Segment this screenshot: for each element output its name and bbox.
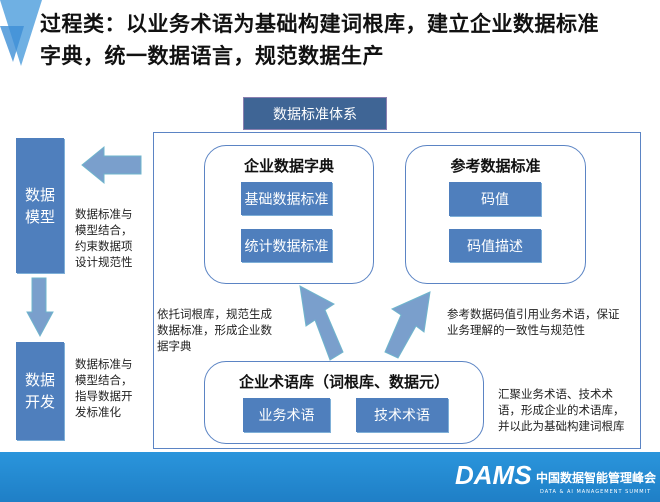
footer-banner: DAMS 中国数据智能管理峰会 DATA & AI MANAGEMENT SUM… bbox=[0, 452, 660, 502]
data-dev-box: 数据 开发 bbox=[16, 342, 64, 440]
title-line-1: 过程类：以业务术语为基础构建词根库，建立企业数据标准 bbox=[40, 12, 599, 36]
standard-system-label: 数据标准体系 bbox=[243, 97, 387, 130]
enterprise-dict-title: 企业数据字典 bbox=[243, 157, 334, 175]
basic-data-standard: 基础数据标准 bbox=[241, 182, 332, 215]
note-model: 数据标准与模型结合，约束数据项设计规范性 bbox=[75, 207, 133, 269]
business-term: 业务术语 bbox=[243, 398, 330, 432]
title-line-2: 字典，统一数据语言，规范数据生产 bbox=[40, 44, 384, 68]
arrow-up-right-icon bbox=[384, 291, 431, 359]
data-model-box: 数据 模型 bbox=[16, 138, 64, 273]
code-value: 码值 bbox=[449, 182, 541, 216]
note-reference: 参考数据码值引用业务术语，保证业务理解的一致性与规范性 bbox=[447, 307, 620, 337]
note-dict: 依托词根库，规范生成数据标准，形成企业数据字典 bbox=[157, 307, 272, 353]
footer-name: 中国数据智能管理峰会 bbox=[536, 471, 657, 485]
tech-term: 技术术语 bbox=[356, 398, 448, 432]
term-lib-title: 企业术语库（词根库、数据元） bbox=[238, 373, 449, 391]
note-term: 汇聚业务术语、技术术语，形成企业的术语库，并以此为基础构建词根库 bbox=[498, 387, 625, 433]
stat-data-standard: 统计数据标准 bbox=[241, 229, 332, 262]
decorative-triangles-icon bbox=[0, 0, 42, 66]
code-value-desc: 码值描述 bbox=[449, 229, 541, 262]
arrow-left-icon bbox=[81, 145, 142, 185]
footer-logo: DAMS bbox=[455, 460, 532, 490]
arrow-up-left-icon bbox=[299, 285, 344, 361]
reference-std-title: 参考数据标准 bbox=[450, 157, 541, 175]
footer-subtitle: DATA & AI MANAGEMENT SUMMIT bbox=[540, 489, 652, 495]
note-dev: 数据标准与模型结合，指导数据开发标准化 bbox=[75, 357, 133, 419]
arrow-down-icon bbox=[26, 277, 54, 338]
standard-system-frame bbox=[153, 132, 641, 449]
